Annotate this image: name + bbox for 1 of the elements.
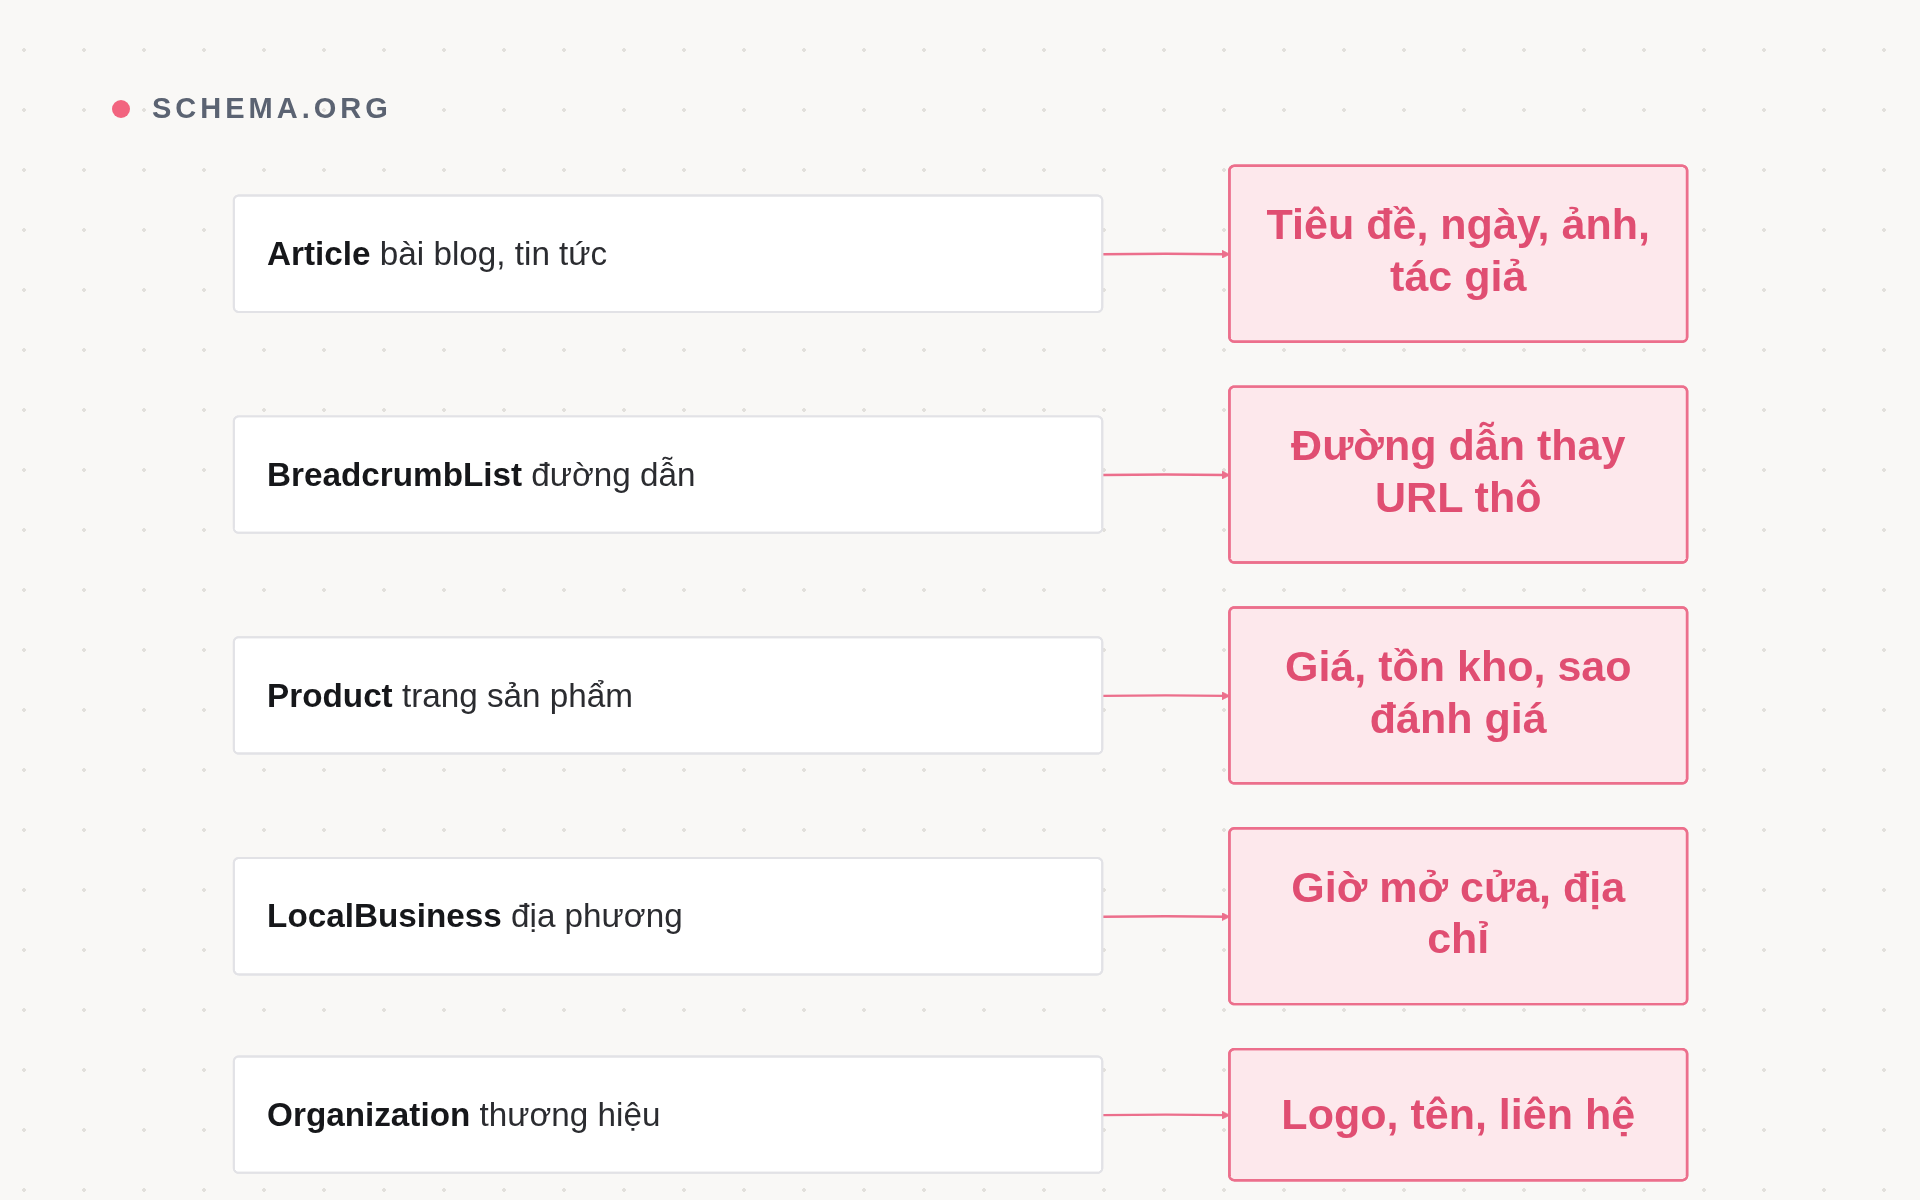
title: SCHEMA.ORG: [152, 92, 392, 125]
